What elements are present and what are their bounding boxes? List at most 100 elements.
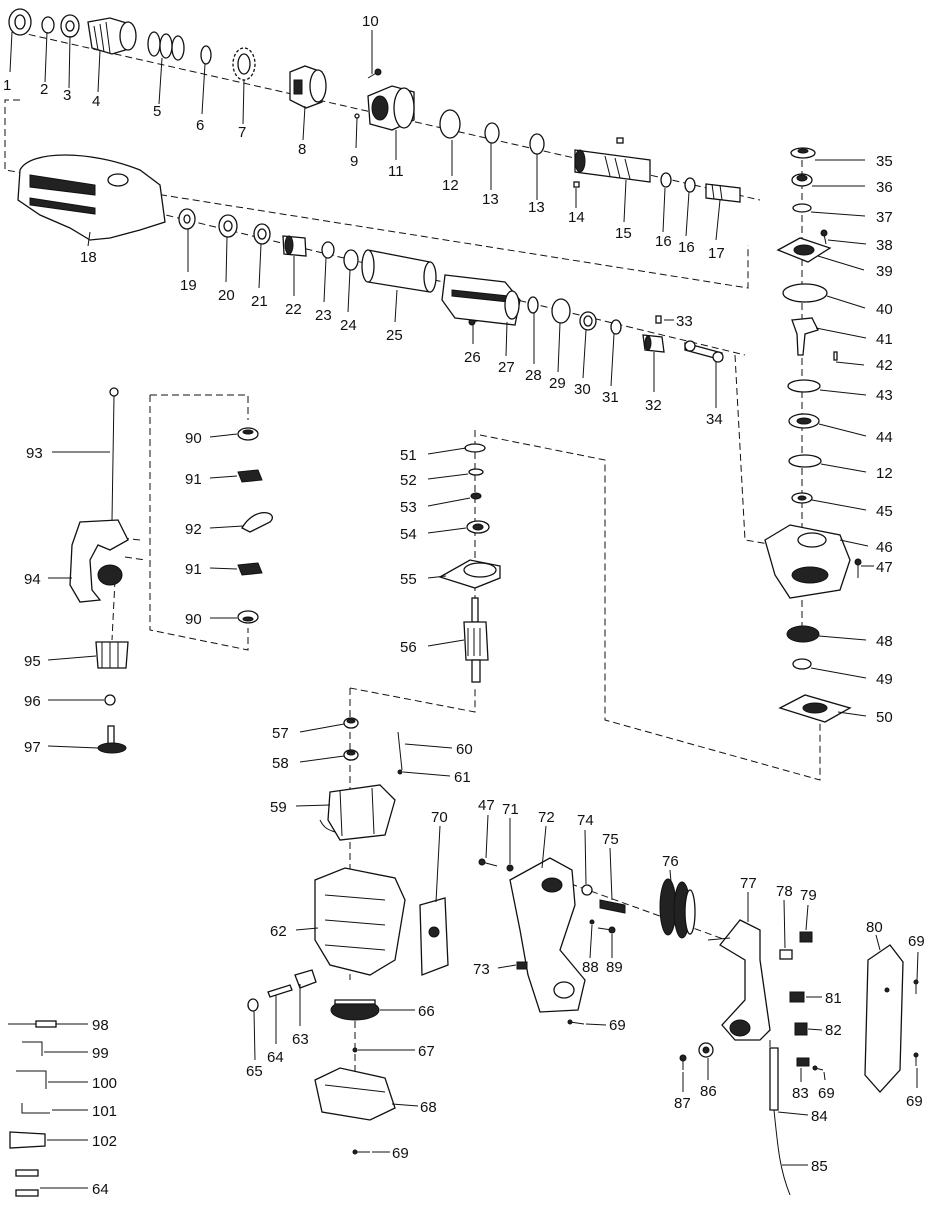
part-crank-housing	[441, 274, 521, 326]
label-part-25: 25	[386, 327, 403, 344]
part-screw-38	[820, 229, 828, 245]
part-o-ring-29	[551, 298, 571, 324]
label-part-31: 31	[602, 389, 619, 406]
label-part-71: 71	[502, 801, 519, 818]
part-cover-39	[776, 237, 832, 263]
label-part-49: 49	[876, 671, 893, 688]
part-seal-76	[659, 878, 696, 939]
part-washer-21	[253, 223, 271, 245]
label-part-51: 51	[400, 447, 417, 464]
part-screw-47b	[478, 858, 498, 867]
label-part-91-b: 91	[185, 561, 202, 578]
label-part-30: 30	[574, 381, 591, 398]
label-part-72: 72	[538, 809, 555, 826]
part-side-handle-94	[69, 519, 129, 603]
part-chuck-sleeve	[87, 17, 137, 55]
part-clamp-83	[796, 1057, 810, 1067]
part-cover-68	[314, 1067, 396, 1121]
part-screw-47a	[854, 558, 862, 578]
part-o-ring-12	[439, 109, 461, 139]
label-part-23: 23	[315, 307, 332, 324]
part-washer-67	[352, 1047, 358, 1053]
part-o-ring-13b	[529, 133, 545, 155]
part-tool-98	[8, 1020, 58, 1028]
part-baffle-55	[438, 559, 501, 589]
label-part-22: 22	[285, 301, 302, 318]
label-part-28: 28	[525, 367, 542, 384]
label-part-45: 45	[876, 503, 893, 520]
label-part-80: 80	[866, 919, 883, 936]
part-bearing-32	[642, 334, 665, 353]
part-carbon-brushes-64	[15, 1169, 39, 1197]
label-part-18: 18	[80, 249, 97, 266]
part-washer-30	[579, 311, 597, 331]
label-part-2: 2	[40, 81, 48, 98]
label-part-39: 39	[876, 263, 893, 280]
part-hex-key-99	[22, 1041, 43, 1056]
label-part-83: 83	[792, 1085, 809, 1102]
label-part-69: 69	[392, 1145, 409, 1162]
label-part-64: 64	[267, 1049, 284, 1066]
part-knob-95	[95, 641, 129, 669]
part-switch-82	[794, 1022, 808, 1036]
label-part-37: 37	[876, 209, 893, 226]
label-part-85: 85	[811, 1158, 828, 1175]
part-handle-77	[707, 919, 771, 1041]
part-washer-20	[218, 214, 238, 238]
label-part-47-b: 47	[478, 797, 495, 814]
label-part-97: 97	[24, 739, 41, 756]
part-bearing-57	[343, 717, 359, 729]
label-part-69-e: 69	[906, 1093, 923, 1110]
part-fan-66	[330, 999, 380, 1021]
part-armature-56	[463, 597, 489, 683]
label-part-89: 89	[606, 959, 623, 976]
part-spring-75	[599, 899, 626, 914]
label-part-1: 1	[3, 77, 11, 94]
label-part-41: 41	[876, 331, 893, 348]
part-o-ring-28	[527, 296, 539, 314]
label-part-7: 7	[238, 124, 246, 141]
part-circlip-43	[787, 379, 821, 393]
part-gear-housing	[17, 154, 166, 241]
label-part-17: 17	[708, 245, 725, 262]
part-clamp-86	[698, 1042, 714, 1058]
part-pin-42	[833, 351, 838, 361]
part-ball-9	[354, 113, 360, 119]
label-part-14: 14	[568, 209, 585, 226]
part-rod-93	[109, 387, 119, 521]
part-bushing-74	[581, 884, 593, 896]
part-washer-3	[60, 14, 80, 38]
part-clamp-91b	[237, 562, 263, 576]
label-part-69-b: 69	[609, 1017, 626, 1034]
label-part-13-b: 13	[528, 199, 545, 216]
label-part-53: 53	[400, 499, 417, 516]
part-bushing-22	[282, 235, 307, 257]
label-part-93: 93	[26, 445, 43, 462]
part-stator-59	[319, 784, 396, 841]
part-grease-tube-102	[9, 1131, 46, 1149]
label-part-32: 32	[645, 397, 662, 414]
part-bearing-44	[788, 413, 820, 429]
part-pin-15a	[616, 137, 624, 144]
label-part-21: 21	[251, 293, 268, 310]
part-screw-69b	[567, 1019, 585, 1025]
part-o-ring-13a	[484, 122, 500, 144]
label-part-92: 92	[185, 521, 202, 538]
label-part-54: 54	[400, 526, 417, 543]
label-part-66: 66	[418, 1003, 435, 1020]
label-part-102: 102	[92, 1133, 117, 1150]
part-screw-87	[679, 1054, 687, 1070]
label-part-61: 61	[454, 769, 471, 786]
part-screw-60	[397, 731, 403, 771]
label-part-100: 100	[92, 1075, 117, 1092]
label-part-38: 38	[876, 237, 893, 254]
label-part-57: 57	[272, 725, 289, 742]
part-plate-50	[778, 694, 852, 723]
label-part-26: 26	[464, 349, 481, 366]
label-part-63: 63	[292, 1031, 309, 1048]
label-part-43: 43	[876, 387, 893, 404]
label-part-90-b: 90	[185, 611, 202, 628]
label-part-67: 67	[418, 1043, 435, 1060]
label-part-79: 79	[800, 887, 817, 904]
part-gear-48	[786, 625, 820, 643]
